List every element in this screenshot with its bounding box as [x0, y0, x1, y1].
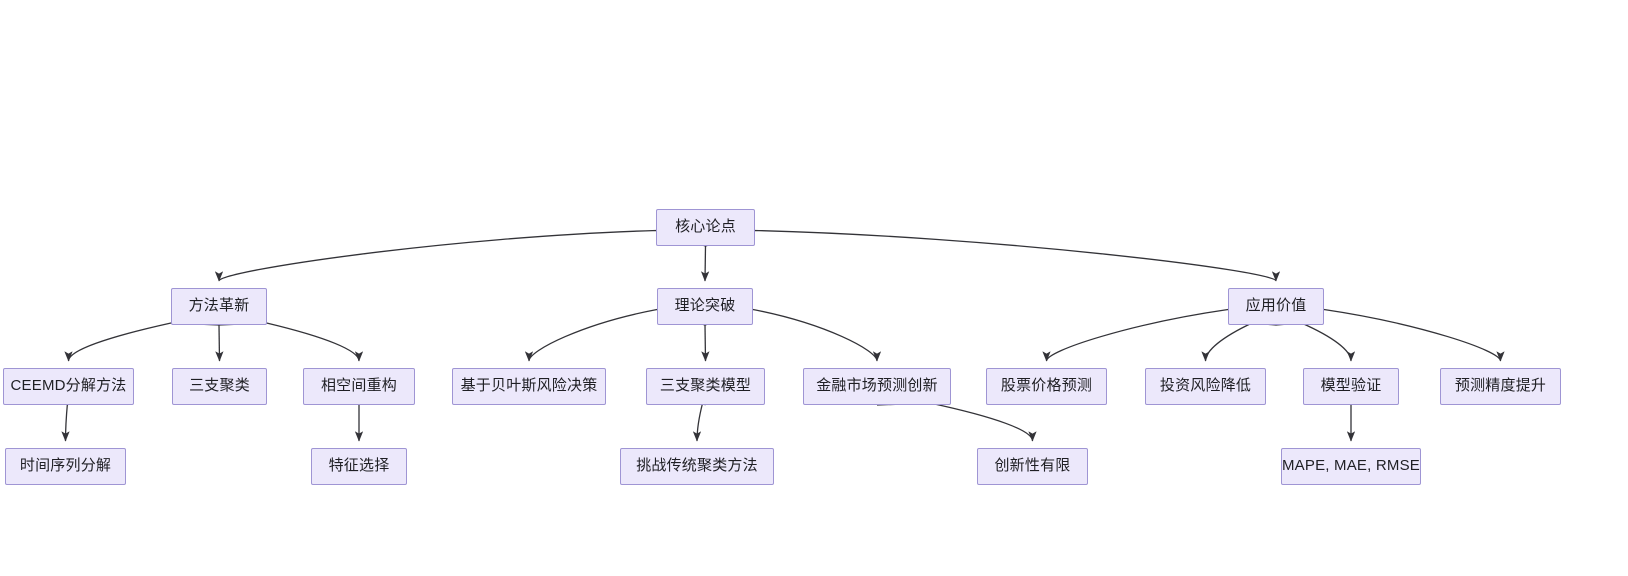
node-label-theory: 理论突破: [674, 297, 736, 315]
node-label-accuracy: 预测精度提升: [1454, 377, 1547, 395]
node-label-tri-cluster: 三支聚类: [189, 377, 250, 395]
node-theory[interactable]: 理论突破: [657, 288, 753, 325]
node-label-phase-space: 相空间重构: [320, 377, 397, 395]
node-label-metrics: MAPE, MAE, RMSE: [1281, 457, 1421, 475]
node-model-valid[interactable]: 模型验证: [1303, 368, 1399, 405]
node-label-ceemd: CEEMD分解方法: [10, 377, 127, 395]
node-limited-nov[interactable]: 创新性有限: [977, 448, 1088, 485]
node-bayes-risk[interactable]: 基于贝叶斯风险决策: [452, 368, 606, 405]
node-phase-space[interactable]: 相空间重构: [303, 368, 415, 405]
node-label-tri-model: 三支聚类模型: [659, 377, 752, 395]
node-tri-cluster[interactable]: 三支聚类: [172, 368, 267, 405]
node-tri-model[interactable]: 三支聚类模型: [646, 368, 765, 405]
node-label-model-valid: 模型验证: [1320, 377, 1382, 395]
node-label-feature-sel: 特征选择: [328, 457, 390, 475]
node-application[interactable]: 应用价值: [1228, 288, 1324, 325]
node-ceemd[interactable]: CEEMD分解方法: [3, 368, 134, 405]
node-label-application: 应用价值: [1245, 297, 1307, 315]
node-label-stock-price: 股票价格预测: [1000, 377, 1093, 395]
node-method[interactable]: 方法革新: [171, 288, 267, 325]
node-accuracy[interactable]: 预测精度提升: [1440, 368, 1561, 405]
node-stock-price[interactable]: 股票价格预测: [986, 368, 1107, 405]
node-label-fin-market: 金融市场预测创新: [816, 377, 938, 395]
node-challenge[interactable]: 挑战传统聚类方法: [620, 448, 774, 485]
node-label-root: 核心论点: [675, 218, 736, 236]
node-fin-market[interactable]: 金融市场预测创新: [803, 368, 951, 405]
node-ts-decomp[interactable]: 时间序列分解: [5, 448, 126, 485]
node-metrics[interactable]: MAPE, MAE, RMSE: [1281, 448, 1421, 485]
node-label-risk-lower: 投资风险降低: [1159, 377, 1252, 395]
node-label-bayes-risk: 基于贝叶斯风险决策: [460, 377, 598, 395]
node-label-limited-nov: 创新性有限: [994, 457, 1071, 475]
node-label-method: 方法革新: [188, 297, 250, 315]
node-risk-lower[interactable]: 投资风险降低: [1145, 368, 1266, 405]
node-label-ts-decomp: 时间序列分解: [19, 457, 112, 475]
node-feature-sel[interactable]: 特征选择: [311, 448, 407, 485]
node-root[interactable]: 核心论点: [656, 209, 755, 246]
node-label-challenge: 挑战传统聚类方法: [636, 457, 758, 475]
